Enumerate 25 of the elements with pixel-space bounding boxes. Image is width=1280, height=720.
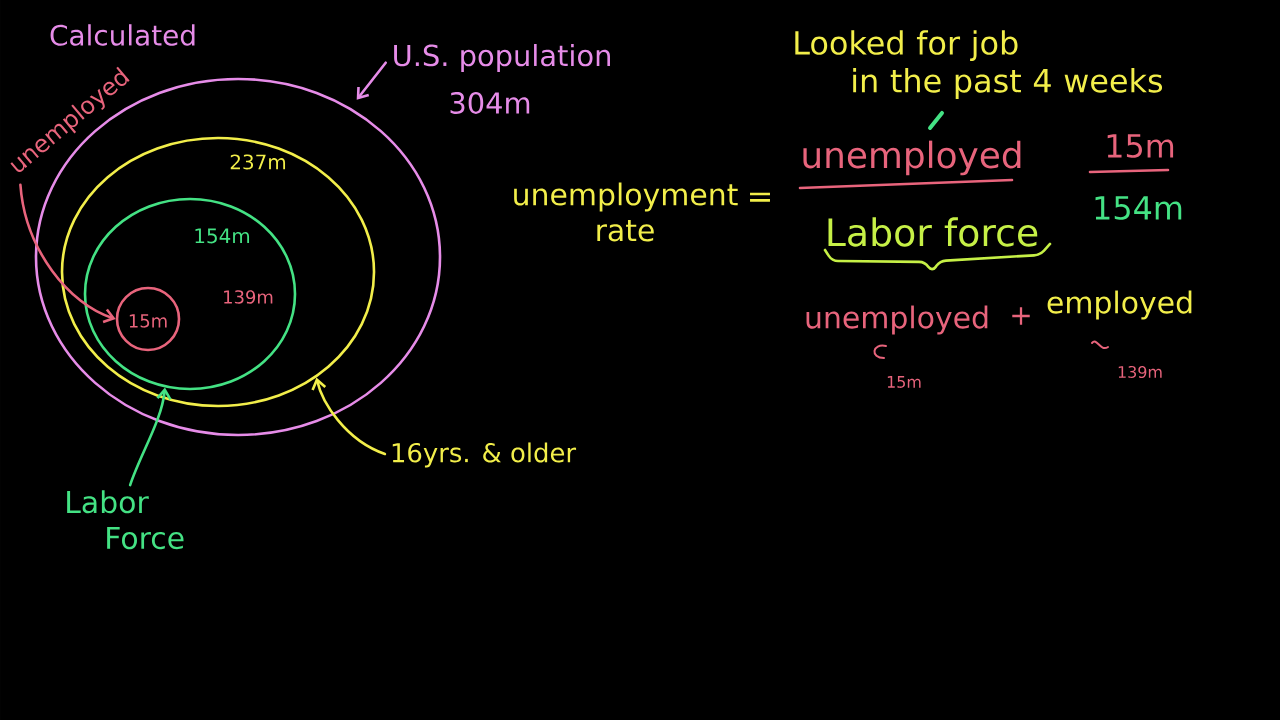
arrow [311,377,387,456]
sum-term: unemployed [806,305,988,335]
value-label: 15m [129,314,167,328]
equals-sign: = [750,192,770,202]
note-text: Calculated [50,24,195,46]
value-label: 304m [450,92,530,114]
value-label: 154m [195,228,249,244]
callout-text: 16yrs. & older [392,442,577,468]
sum-term: employed [1047,290,1192,320]
arrow [19,183,116,324]
arrow [128,387,172,487]
value-label: 139m [224,290,273,304]
fraction-denominator: 154m [1095,196,1182,220]
value-label: 237m [230,154,285,170]
note-text: unemployment rate [514,182,738,242]
plus-sign: + [1012,307,1030,325]
arrow [356,61,388,100]
fraction-numerator: unemployed [803,140,1021,176]
fraction-numerator: 15m [1107,134,1174,158]
callout-text: Labor Force [67,490,184,550]
value-label: 15m [887,376,921,388]
callout-text: U.S. population [394,44,610,72]
fraction-denominator: Labor force [828,217,1038,247]
value-label: 139m [1118,365,1162,378]
note-text: Looked for job in the past 4 weeks [795,30,1163,99]
